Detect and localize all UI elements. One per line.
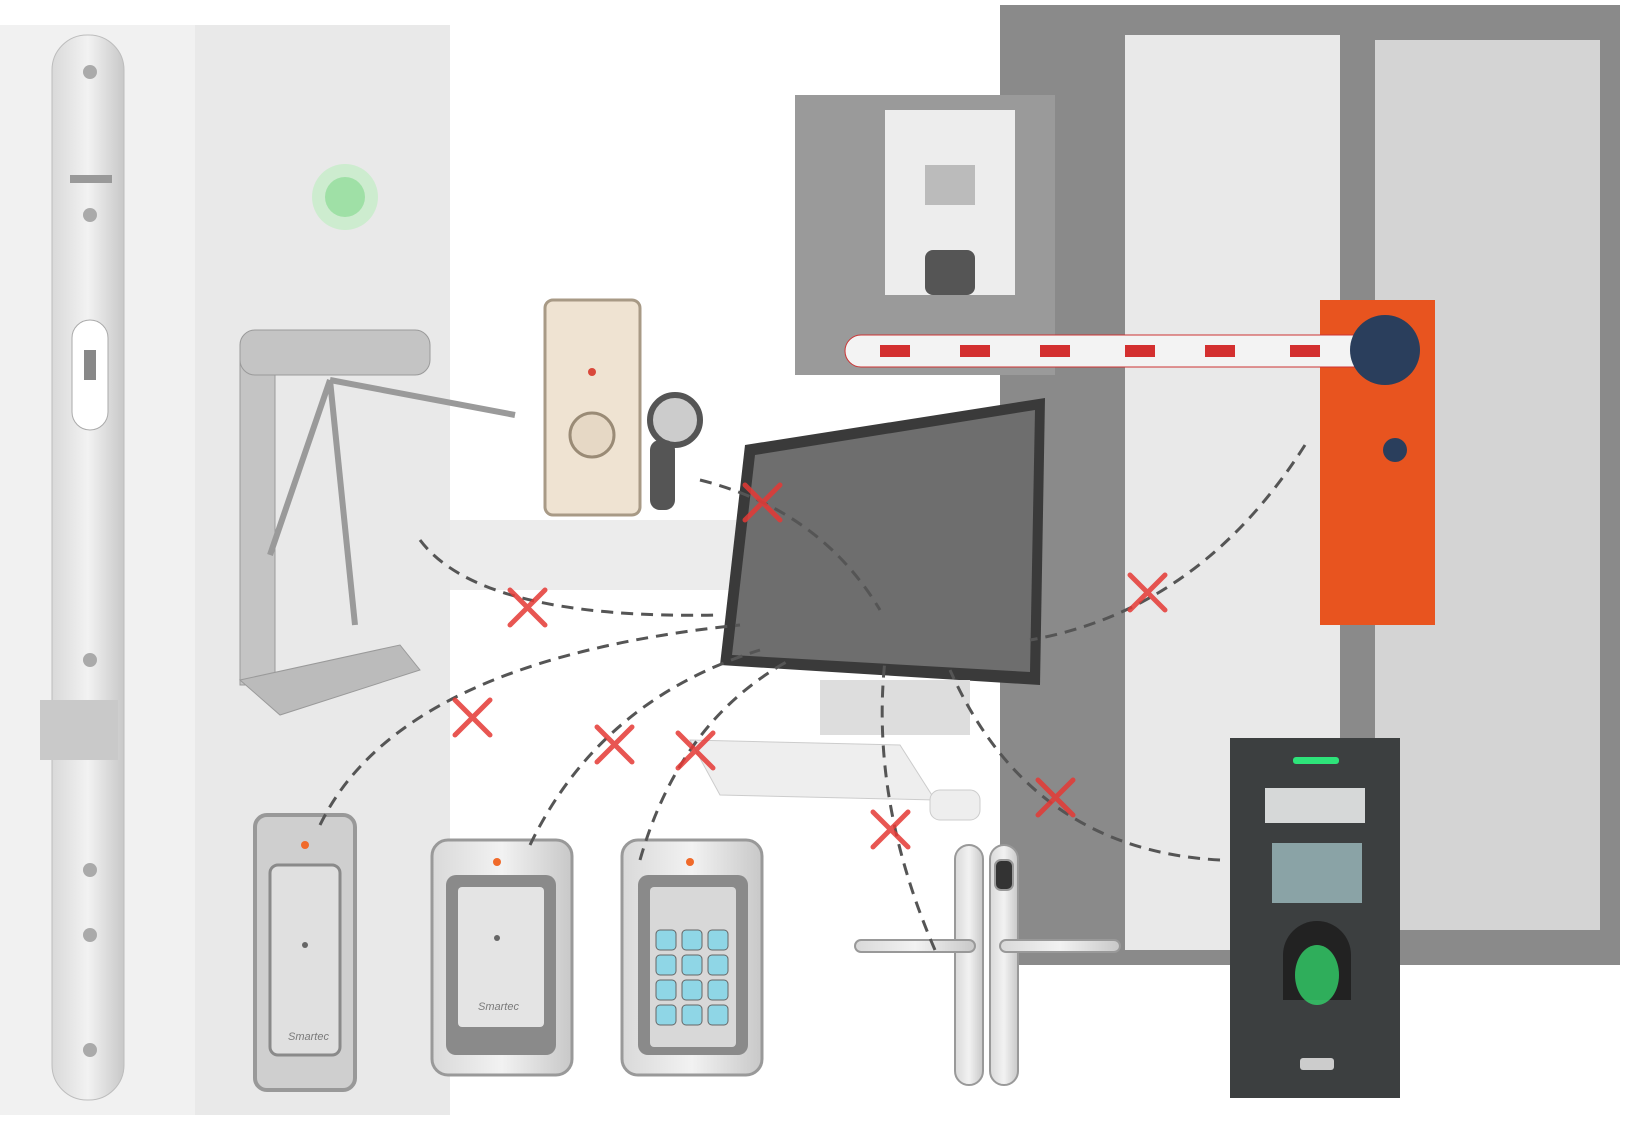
- mouse: [929, 789, 981, 821]
- door-handle-lock: [854, 844, 1121, 1086]
- link-door-handle: [880, 659, 937, 951]
- cross-icon: [1035, 777, 1076, 818]
- keypad-reader: [620, 838, 764, 1077]
- barrier-gate: [844, 300, 1435, 625]
- link-ibutton: [699, 478, 882, 611]
- smartec-logo: Smartec: [288, 1031, 329, 1043]
- proximity-reader-2: Smartec: [430, 838, 574, 1077]
- cross-icon: [742, 482, 783, 523]
- cross-marks: [452, 482, 1168, 850]
- ibutton-key-fob: [647, 392, 703, 448]
- ibutton-reader: [543, 298, 703, 517]
- link-barrier: [1029, 444, 1307, 642]
- link-keypad: [638, 658, 791, 861]
- keyboard: [689, 739, 936, 801]
- broken-links: [318, 444, 1307, 951]
- computer-monitor: [689, 398, 1045, 821]
- fingerprint-terminal: [1230, 738, 1400, 1098]
- link-reader-2: [528, 648, 761, 846]
- cross-icon: [1127, 572, 1168, 613]
- turnstile: [238, 329, 516, 716]
- link-fingerprint: [948, 669, 1221, 862]
- link-reader-1: [318, 623, 741, 826]
- cross-icon: [594, 724, 635, 765]
- cross-icon: [675, 730, 716, 771]
- cross-icon: [507, 587, 548, 628]
- link-turnstile: [418, 539, 721, 617]
- electromechanical-lock: [40, 34, 125, 1101]
- cross-icon: [870, 809, 911, 850]
- proximity-reader-1: Smartec: [253, 813, 357, 1092]
- smartec-logo: Smartec: [478, 1001, 519, 1013]
- cross-icon: [452, 697, 493, 738]
